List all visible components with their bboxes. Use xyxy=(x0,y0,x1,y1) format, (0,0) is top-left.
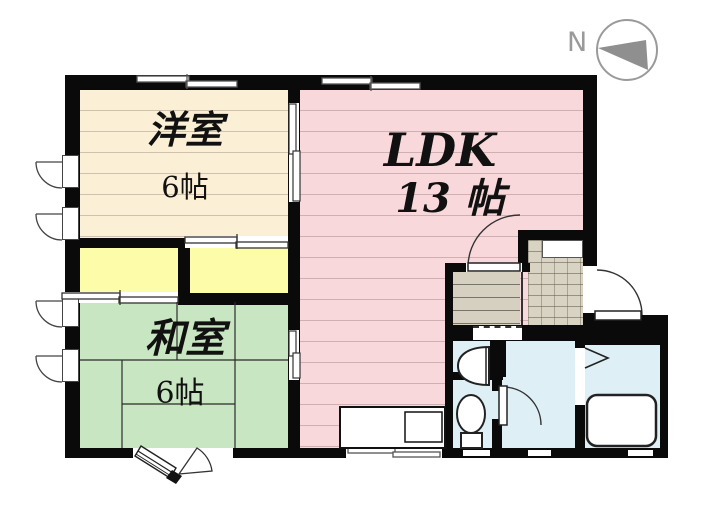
entry-step-edge xyxy=(521,272,523,325)
bath-folding-door xyxy=(584,347,611,369)
sliding-window-western-top xyxy=(136,74,238,89)
toilet xyxy=(456,394,486,449)
vent-south-2 xyxy=(528,450,551,456)
western-room-size: 6帖 xyxy=(161,170,209,204)
ldk-size: 13 帖 xyxy=(395,175,505,222)
entrance-door-gap xyxy=(583,266,597,313)
wall-closet-divider xyxy=(178,238,190,305)
shoe-cabinet xyxy=(542,240,583,258)
sliding-door-western-ldk xyxy=(288,103,301,202)
wall-basin-partition xyxy=(490,341,506,377)
washbasin xyxy=(456,345,490,387)
closet-left-floor xyxy=(75,244,178,296)
toilet-door xyxy=(498,385,542,426)
vent-south-1 xyxy=(463,450,490,456)
casement-window-frame-1 xyxy=(62,155,79,188)
vent-south-3 xyxy=(628,450,653,456)
japanese-room-size: 6帖 xyxy=(155,376,205,411)
closet-left-sliding-door xyxy=(61,290,179,305)
japanese-room-south-door xyxy=(134,445,213,484)
wall-western-room-south xyxy=(78,238,185,248)
wall-closet-right-south xyxy=(178,293,288,305)
closet-right-floor xyxy=(190,241,288,295)
compass-north-label: N xyxy=(567,27,588,58)
compass xyxy=(596,19,658,81)
closet-right-sliding-door xyxy=(184,234,289,249)
bathtub xyxy=(585,393,658,448)
entry-hall-floor xyxy=(453,272,520,326)
wall-east-lower xyxy=(660,315,668,458)
bath-door-gap xyxy=(575,348,585,405)
casement-windows-west xyxy=(35,161,63,383)
ldk-label: LDK xyxy=(383,123,497,177)
kitchen-sink xyxy=(404,411,443,443)
north-arrow-icon xyxy=(598,40,648,70)
western-room-label: 洋室 xyxy=(146,107,223,152)
western-room-floor xyxy=(80,90,288,238)
wall-hall-west xyxy=(445,263,453,458)
sliding-window-ldk-top xyxy=(321,76,421,91)
entrance-door xyxy=(594,269,643,321)
casement-window-frame-2 xyxy=(62,207,79,240)
sliding-window-kitchen xyxy=(347,447,441,458)
wall-entry-stub xyxy=(518,230,528,272)
japanese-room-floor xyxy=(80,302,288,448)
japanese-room-south-door-gap xyxy=(133,448,233,458)
wall-toilet-east-b xyxy=(492,419,502,448)
wall-entry-north xyxy=(518,230,585,240)
kitchen-counter xyxy=(339,406,446,449)
tatami-lines xyxy=(80,302,288,448)
wall-toilet-east-a xyxy=(492,377,502,391)
washroom-open-passage xyxy=(473,326,522,340)
japanese-room-label: 和室 xyxy=(145,315,225,362)
ldk-hall-door xyxy=(467,214,521,272)
sliding-door-japanese-ldk xyxy=(288,330,301,379)
casement-window-frame-4 xyxy=(62,349,79,382)
